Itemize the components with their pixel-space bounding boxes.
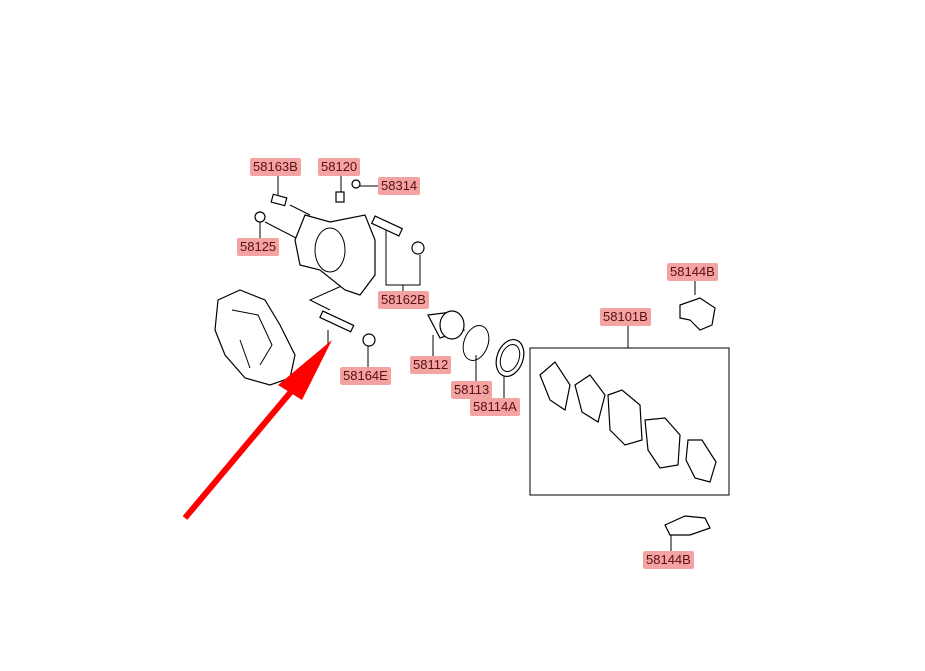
- red-arrow-indicator: [182, 340, 332, 520]
- clip-top: [679, 297, 716, 331]
- part-label-58101b[interactable]: 58101B: [600, 308, 651, 326]
- part-label-58114a[interactable]: 58114A: [470, 398, 520, 416]
- piston-parts: [427, 310, 525, 377]
- part-label-58112[interactable]: 58112: [410, 356, 452, 374]
- pad-kit-box: [529, 347, 730, 496]
- part-label-58314[interactable]: 58314: [378, 177, 421, 195]
- part-label-58162b[interactable]: 58162B: [378, 291, 429, 309]
- brake-pads: [539, 361, 717, 483]
- part-label-58125[interactable]: 58125: [237, 238, 280, 256]
- part-label-58144b-bottom[interactable]: 58144B: [643, 551, 694, 569]
- part-label-58163b[interactable]: 58163B: [250, 158, 301, 176]
- part-label-58120[interactable]: 58120: [318, 158, 361, 176]
- small-parts: [254, 179, 425, 347]
- caliper-body: [294, 214, 376, 296]
- part-label-58113[interactable]: 58113: [451, 381, 493, 399]
- part-label-58144b-top[interactable]: 58144B: [667, 263, 718, 281]
- clip-bottom: [664, 515, 711, 536]
- part-label-58164e[interactable]: 58164E: [340, 367, 391, 385]
- caliper-bracket: [214, 289, 296, 386]
